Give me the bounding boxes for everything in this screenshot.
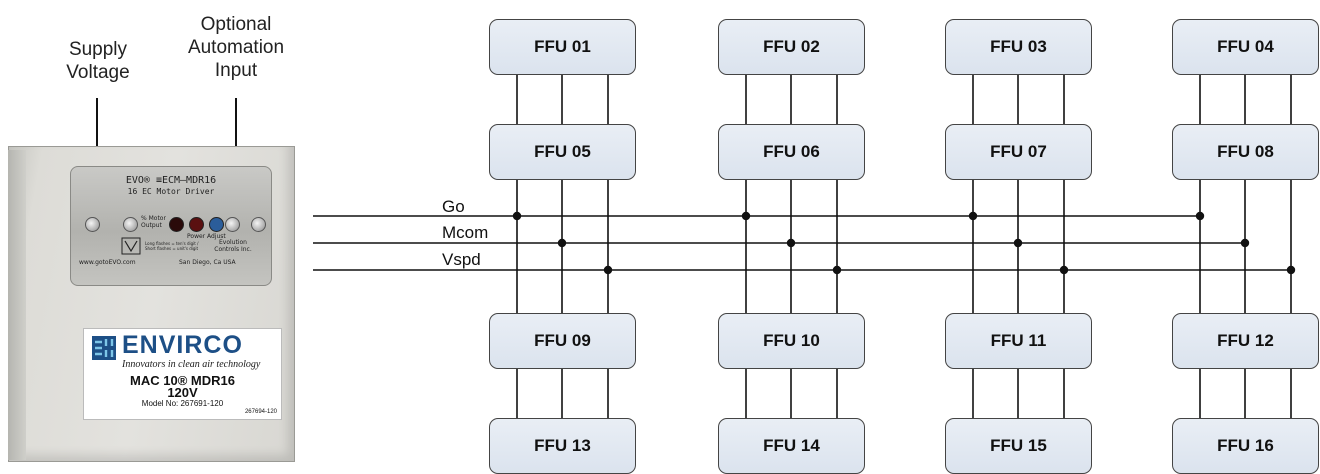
ffu-box: FFU 16 (1172, 418, 1319, 474)
ffu-box: FFU 13 (489, 418, 636, 474)
automation-input-line-3: Input (214, 60, 258, 81)
junction-dot-vspd (1059, 265, 1069, 275)
faceplate-subtitle: 16 EC Motor Driver (127, 187, 215, 196)
trim-knob-icon (123, 217, 138, 232)
model-line: MAC 10® MDR16 (130, 373, 235, 388)
location: San Diego, Ca USA (179, 259, 236, 266)
evo-logo-icon (121, 237, 141, 255)
ffu-box: FFU 12 (1172, 313, 1319, 369)
ffu-box: FFU 05 (489, 124, 636, 180)
model-number: Model No: 267691-120 (141, 399, 224, 408)
supply-voltage-line-1: Supply (68, 39, 128, 60)
ffu-box: FFU 11 (945, 313, 1092, 369)
junction-dot-vspd (603, 265, 613, 275)
website: www.gotoEVO.com (79, 259, 136, 266)
junction-dot-go (741, 211, 751, 221)
mounting-screw-icon (85, 217, 100, 232)
junction-dot-vspd (1286, 265, 1296, 275)
ffu-box: FFU 04 (1172, 19, 1319, 75)
voltage-line: 120V (167, 385, 198, 400)
automation-input-callout: Optional Automation Input (180, 13, 292, 82)
junction-dot-go (1195, 211, 1205, 221)
ffu-box: FFU 10 (718, 313, 865, 369)
junction-dot-vspd (832, 265, 842, 275)
signal-label-go: Go (442, 197, 465, 216)
junction-dot-mcom (557, 238, 567, 248)
ffu-box: FFU 02 (718, 19, 865, 75)
led-power-icon (189, 217, 204, 232)
led-adjust-icon (209, 217, 224, 232)
adjust-label: Adjust (207, 233, 226, 240)
signal-label-mcom: Mcom (442, 223, 489, 242)
motor-output-label: % Motor Output (141, 215, 166, 229)
led-red-icon (169, 217, 184, 232)
junction-dot-mcom (1240, 238, 1250, 248)
controller-enclosure-side (8, 150, 26, 460)
brand-tagline: Innovators in clean air technology (122, 359, 261, 370)
supply-voltage-callout: Supply Voltage (52, 38, 144, 84)
junction-dot-mcom (786, 238, 796, 248)
ffu-box: FFU 15 (945, 418, 1092, 474)
ffu-box: FFU 07 (945, 124, 1092, 180)
ffu-box: FFU 06 (718, 124, 865, 180)
company-name: Evolution Controls Inc. (214, 239, 252, 253)
faceplate-title: EVO® ≡ECM–MDR16 (125, 175, 217, 186)
product-label: ENVIRCO Innovators in clean air technolo… (83, 328, 282, 420)
ffu-box: FFU 08 (1172, 124, 1319, 180)
label-code: 267694-120 (244, 409, 277, 415)
ffu-box: FFU 09 (489, 313, 636, 369)
brand-name: ENVIRCO (122, 331, 243, 359)
flash-note: Long flashes = ten's digit / Short flash… (145, 241, 199, 251)
automation-input-line-1: Optional (200, 14, 272, 35)
power-label: Power (187, 233, 206, 240)
ffu-box: FFU 14 (718, 418, 865, 474)
supply-voltage-line-2: Voltage (66, 62, 130, 83)
ffu-box: FFU 01 (489, 19, 636, 75)
automation-input-line-2: Automation (187, 37, 285, 58)
junction-dot-mcom (1013, 238, 1023, 248)
signal-label-vspd: Vspd (442, 250, 481, 269)
mounting-screw-right-icon (251, 217, 266, 232)
junction-dot-go (968, 211, 978, 221)
envirco-logo-icon (92, 336, 116, 360)
adjust-knob-icon (225, 217, 240, 232)
junction-dot-go (512, 211, 522, 221)
ffu-box: FFU 03 (945, 19, 1092, 75)
controller-faceplate: EVO® ≡ECM–MDR16 16 EC Motor Driver % Mot… (70, 166, 272, 286)
